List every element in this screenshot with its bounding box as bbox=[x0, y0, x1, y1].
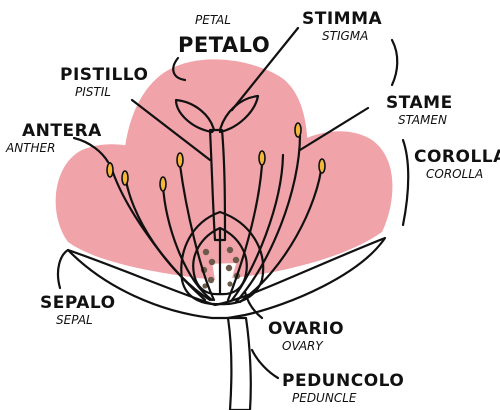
label-ovary-en: OVARY bbox=[282, 339, 324, 353]
label-anther-en: ANTHER bbox=[5, 141, 55, 155]
label-corolla: COROLLA bbox=[414, 147, 500, 167]
label-peduncle: PEDUNCOLO bbox=[282, 371, 404, 391]
label-stamen-en: STAMEN bbox=[398, 113, 447, 127]
label-sepal-en: SEPAL bbox=[56, 313, 93, 327]
label-stigma: STIMMA bbox=[302, 9, 382, 29]
label-petal-en: PETAL bbox=[195, 13, 231, 27]
label-anther: ANTERA bbox=[22, 121, 102, 141]
label-peduncle-en: PEDUNCLE bbox=[292, 391, 357, 405]
label-pistil-en: PISTIL bbox=[75, 85, 111, 99]
label-corolla-en: COROLLA bbox=[426, 167, 483, 181]
bracket-stamen bbox=[392, 40, 397, 85]
label-stigma-en: STIGMA bbox=[322, 29, 368, 43]
label-sepal: SEPALO bbox=[40, 293, 116, 313]
leader-peduncle bbox=[252, 350, 278, 378]
leader-sepal bbox=[58, 250, 68, 288]
label-ovary: OVARIO bbox=[268, 319, 344, 339]
bracket-corolla bbox=[403, 140, 408, 225]
label-stamen: STAME bbox=[386, 93, 453, 113]
peduncle-shape bbox=[228, 318, 251, 410]
label-pistil: PISTILLO bbox=[60, 65, 148, 85]
label-petal: PETALO bbox=[178, 33, 270, 57]
